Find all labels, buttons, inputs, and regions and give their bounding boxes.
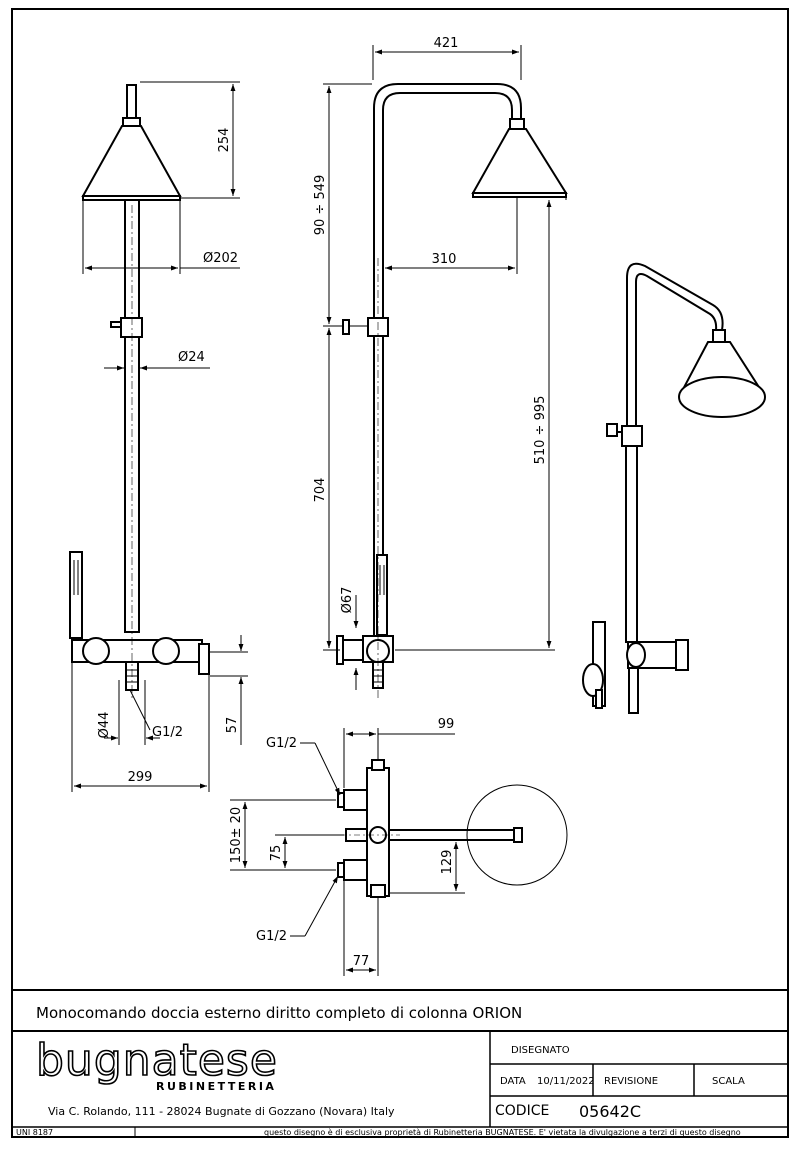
- dim-depth: 57: [225, 717, 240, 734]
- dim-head-offset: 310: [432, 252, 457, 267]
- dim-width: 299: [128, 770, 153, 785]
- title-block: Monocomando doccia esterno diritto compl…: [12, 989, 788, 1137]
- dim-top-77: 77: [353, 954, 370, 969]
- front-view: 254 Ø202 Ø24 Ø44 G1/2 57 299: [69, 81, 248, 792]
- label-connection-front: G1/2: [152, 725, 183, 740]
- scala-label: SCALA: [712, 1076, 745, 1087]
- dim-top-75: 75: [269, 845, 284, 862]
- data-label: DATA: [500, 1076, 526, 1087]
- dim-top-99: 99: [438, 717, 455, 732]
- dim-arm-length: 421: [434, 36, 459, 51]
- dim-body-diameter: Ø44: [97, 712, 112, 739]
- dim-head-diameter: Ø202: [203, 251, 238, 266]
- dim-total-height: 510 ÷ 995: [533, 396, 548, 465]
- dim-column-height: 704: [313, 478, 328, 503]
- dim-side-body-diameter: Ø67: [340, 587, 355, 614]
- product-title: Monocomando doccia esterno diritto compl…: [36, 1004, 522, 1022]
- side-view: 421 90 ÷ 549 310 510 ÷ 995 704 Ø67: [313, 36, 568, 700]
- label-connection-top: G1/2: [266, 736, 297, 751]
- brand-subtitle: RUBINETTERIA: [156, 1080, 276, 1093]
- perspective-view: [582, 262, 766, 714]
- data-value: 10/11/2022: [537, 1076, 595, 1087]
- disegnato-label: DISEGNATO: [511, 1045, 570, 1056]
- revisione-label: REVISIONE: [604, 1076, 658, 1087]
- company-address: Via C. Rolando, 111 - 28024 Bugnate di G…: [48, 1105, 395, 1118]
- codice-value: 05642C: [579, 1102, 641, 1121]
- drawing-frame: [11, 8, 789, 1138]
- dim-tube-diameter: Ø24: [178, 350, 205, 365]
- dim-arm-height: 90 ÷ 549: [313, 175, 328, 236]
- label-connection-bottom: G1/2: [256, 929, 287, 944]
- codice-label: CODICE: [495, 1103, 549, 1119]
- brand-logo: bugnatese: [36, 1035, 278, 1086]
- dim-head-height: 254: [217, 128, 232, 153]
- uni-standard: UNI 8187: [16, 1128, 53, 1137]
- top-view: G1/2 G1/2 99 150± 20 75 129 77: [229, 717, 568, 976]
- disclaimer-text: questo disegno è di esclusiva proprietà …: [264, 1127, 741, 1137]
- dim-top-129: 129: [440, 850, 455, 875]
- dim-center-distance: 150± 20: [229, 807, 244, 863]
